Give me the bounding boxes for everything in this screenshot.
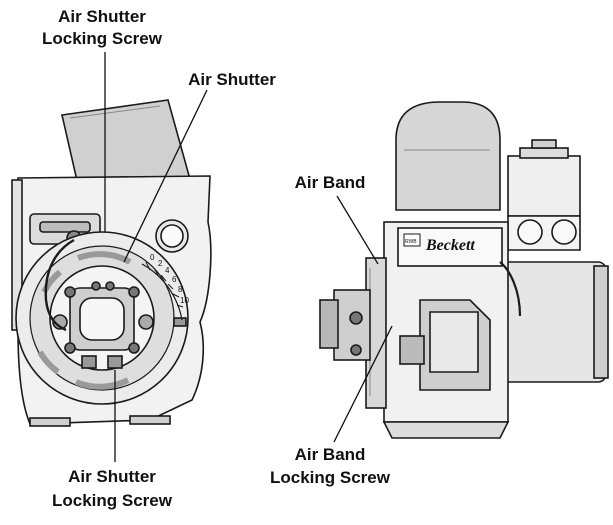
label-air-band-locking-screw-line2: Locking Screw xyxy=(270,468,391,487)
nameplate-brand: Beckett xyxy=(425,237,475,254)
label-air-shutter-locking-screw-bottom-line1: Air Shutter xyxy=(68,467,156,486)
leader-bottom-right xyxy=(333,325,393,443)
label-air-band-locking-screw-line1: Air Band xyxy=(295,445,366,464)
callout-labels: Air Shutter Locking Screw Air Shutter Ai… xyxy=(42,7,391,510)
scale-tick-10: 10 xyxy=(180,296,189,305)
leader-air-shutter xyxy=(123,89,208,263)
leader-air-band xyxy=(336,195,379,265)
scale-tick-0: 0 xyxy=(150,253,155,262)
leader-lines xyxy=(104,52,393,462)
nameplate: RWB Beckett xyxy=(403,233,475,254)
left-burner-drawing xyxy=(11,99,212,427)
label-air-shutter-locking-screw-bottom-line2: Locking Screw xyxy=(52,491,173,510)
nameplate-badge: RWB xyxy=(405,239,417,245)
scale-tick-4: 4 xyxy=(165,266,170,275)
right-burner-drawing xyxy=(319,101,609,439)
label-air-shutter: Air Shutter xyxy=(188,70,276,89)
label-air-shutter-locking-screw-top-line1: Air Shutter xyxy=(58,7,146,26)
label-air-band: Air Band xyxy=(295,173,366,192)
scale-tick-2: 2 xyxy=(158,259,163,268)
scale-tick-6: 6 xyxy=(172,275,177,284)
scale-tick-8: 8 xyxy=(178,285,183,294)
label-air-shutter-locking-screw-top-line2: Locking Screw xyxy=(42,29,163,48)
air-shutter-scale: 0 2 4 6 8 10 xyxy=(141,253,189,321)
